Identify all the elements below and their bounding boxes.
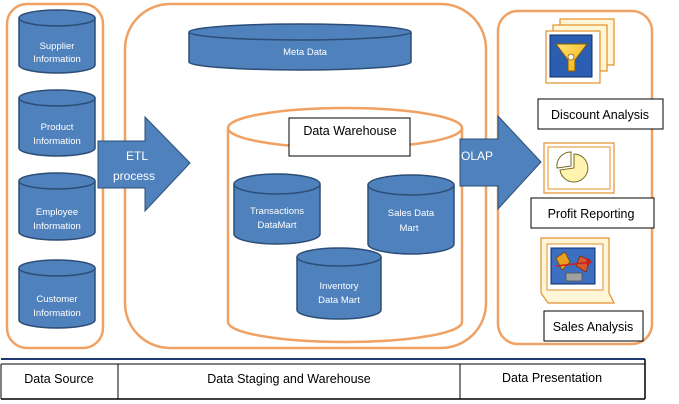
- mart-label-line2: Mart: [400, 223, 419, 234]
- meta-data-cylinder: Meta Data: [188, 23, 412, 71]
- source-cylinder-supplier: Supplier Information: [18, 9, 96, 74]
- source-label-line1: Customer: [36, 294, 77, 305]
- mart-cylinder-transactions: Transactions DataMart: [233, 173, 321, 245]
- source-label-line1: Supplier: [40, 41, 75, 52]
- mart-label-line2: DataMart: [257, 220, 296, 231]
- source-cylinder-product: Product Information: [18, 89, 96, 157]
- mart-label-line2: Data Mart: [318, 295, 360, 306]
- source-label-line2: Information: [33, 54, 81, 65]
- olap-arrow: OLAP: [459, 114, 542, 211]
- sales-analysis-label: Sales Analysis: [553, 320, 634, 334]
- sales-analysis-icon-doc: [540, 237, 615, 304]
- funnel-info-icon: [555, 43, 588, 72]
- source-cylinder-customer: Customer Information: [18, 259, 96, 329]
- olap-label: OLAP: [461, 149, 493, 163]
- profit-reporting-box: [530, 197, 655, 229]
- mart-label-line1: Sales Data: [388, 208, 435, 219]
- footer-data-staging: Data Staging and Warehouse: [207, 372, 371, 386]
- profit-reporting-label: Profit Reporting: [548, 207, 635, 221]
- footer-data-presentation: Data Presentation: [502, 371, 602, 385]
- source-label-line2: Information: [33, 308, 81, 319]
- source-label-line2: Information: [33, 136, 81, 147]
- source-label-line1: Employee: [36, 207, 78, 218]
- mart-label-line1: Inventory: [319, 281, 358, 292]
- profit-reporting-icon-doc: [543, 142, 615, 194]
- discount-analysis-label: Discount Analysis: [551, 108, 649, 122]
- footer-table: Data Source Data Staging and Warehouse D…: [0, 358, 646, 400]
- etl-label-line1: ETL: [126, 149, 148, 163]
- source-label-line2: Information: [33, 221, 81, 232]
- meta-data-label: Meta Data: [283, 47, 328, 58]
- footer-data-source: Data Source: [24, 372, 94, 386]
- sales-analysis-box: [543, 310, 644, 342]
- warehouse-title-box: [288, 117, 411, 157]
- discount-analysis-icon-stack: [545, 18, 615, 84]
- warehouse-title: Data Warehouse: [303, 124, 396, 138]
- source-label-line1: Product: [41, 122, 74, 133]
- mart-cylinder-inventory: Inventory Data Mart: [296, 247, 382, 320]
- discount-analysis-box: [537, 98, 664, 130]
- mart-cylinder-sales: Sales Data Mart: [367, 174, 455, 255]
- mart-label-line1: Transactions: [250, 206, 304, 217]
- source-cylinder-employee: Employee Information: [18, 172, 96, 241]
- etl-label-line2: process: [113, 169, 155, 183]
- pie-chart-icon: [556, 151, 589, 183]
- etl-arrow: ETL process: [97, 115, 191, 213]
- globe-map-icon: [550, 247, 596, 285]
